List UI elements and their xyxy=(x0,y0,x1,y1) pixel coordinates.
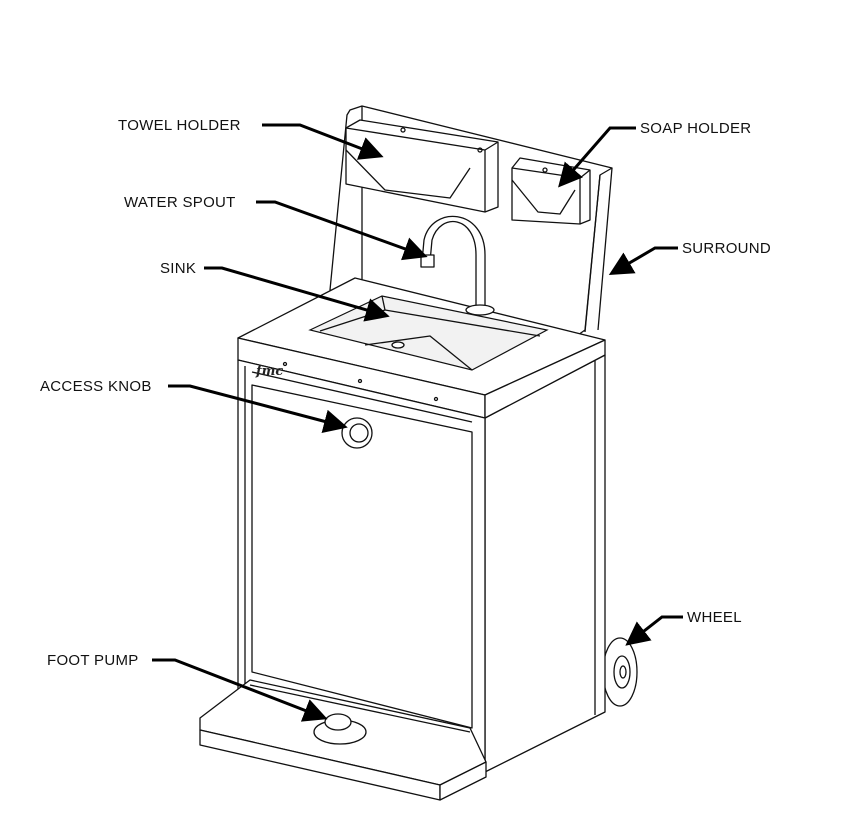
label-access-knob: ACCESS KNOB xyxy=(40,378,152,395)
cabinet-front xyxy=(237,359,486,773)
label-surround: SURROUND xyxy=(682,240,772,257)
wheel xyxy=(602,637,638,707)
water-spout xyxy=(420,215,495,316)
logo-text: fmc xyxy=(256,364,284,379)
label-foot-pump: FOOT PUMP xyxy=(47,652,139,669)
label-soap-holder: SOAP HOLDER xyxy=(640,120,752,137)
brand-logo: fmc xyxy=(256,364,283,379)
leader-lines xyxy=(152,123,683,722)
foot-pump xyxy=(313,713,367,745)
soap-holder xyxy=(511,157,591,225)
access-knob xyxy=(341,417,373,449)
label-wheel: WHEEL xyxy=(687,609,742,626)
label-sink: SINK xyxy=(160,260,197,277)
towel-holder xyxy=(345,119,499,213)
label-water-spout: WATER SPOUT xyxy=(124,194,236,211)
cabinet-side xyxy=(484,354,606,773)
label-towel-holder: TOWEL HOLDER xyxy=(118,117,241,134)
